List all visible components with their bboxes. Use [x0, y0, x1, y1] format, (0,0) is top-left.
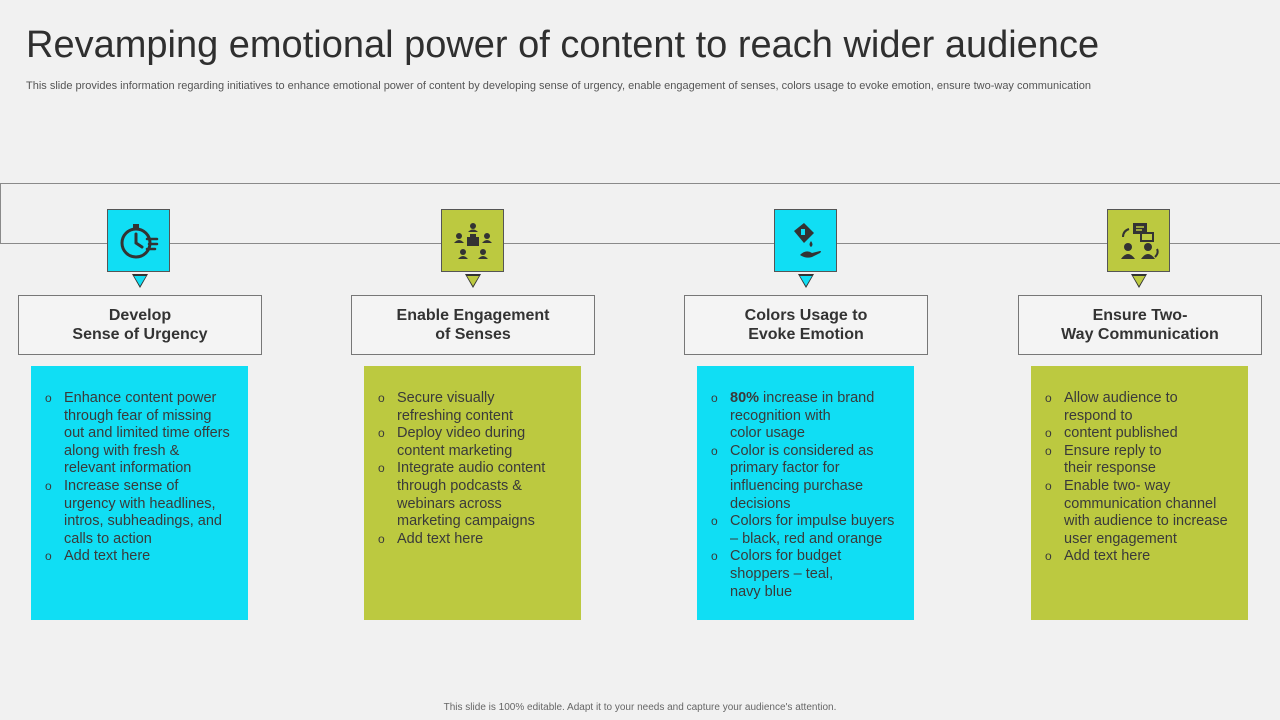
- list-item: Add text here: [378, 531, 571, 549]
- heading-communication: Ensure Two- Way Communication: [1018, 295, 1262, 355]
- list-item: Deploy video during content marketing: [378, 425, 571, 460]
- slide-subtitle: This slide provides information regardin…: [26, 80, 1091, 92]
- content-card-engagement: Secure visually refreshing content Deplo…: [364, 366, 581, 620]
- heading-urgency: Develop Sense of Urgency: [18, 295, 262, 355]
- list-item: content published: [1045, 425, 1238, 443]
- pointer-arrow: [132, 274, 148, 288]
- stopwatch-icon: [107, 209, 170, 272]
- heading-colors: Colors Usage to Evoke Emotion: [684, 295, 928, 355]
- content-card-communication: Allow audience to respond to content pub…: [1031, 366, 1248, 620]
- pointer-arrow: [798, 274, 814, 288]
- content-card-colors: 80% increase in brand recognition with c…: [697, 366, 914, 620]
- pointer-arrow: [1131, 274, 1147, 288]
- list-item: Colors for budget shoppers – teal, navy …: [711, 548, 904, 601]
- list-item: Colors for impulse buyers – black, red a…: [711, 513, 904, 548]
- list-item: Allow audience to respond to: [1045, 390, 1238, 425]
- connector-line: [0, 183, 1280, 244]
- slide-title: Revamping emotional power of content to …: [26, 24, 1100, 66]
- list-item: Add text here: [45, 548, 238, 566]
- two-way-communication-icon: [1107, 209, 1170, 272]
- list-item: 80% increase in brand recognition with c…: [711, 390, 904, 443]
- footer-note: This slide is 100% editable. Adapt it to…: [443, 702, 837, 713]
- list-item: Enable two- way communication channel wi…: [1045, 478, 1238, 548]
- heading-engagement: Enable Engagement of Senses: [351, 295, 595, 355]
- list-item: Ensure reply to their response: [1045, 443, 1238, 478]
- list-item: Add text here: [1045, 548, 1238, 566]
- team-meeting-icon: [441, 209, 504, 272]
- content-card-urgency: Enhance content power through fear of mi…: [31, 366, 248, 620]
- list-item: Integrate audio content through podcasts…: [378, 460, 571, 530]
- list-item: Enhance content power through fear of mi…: [45, 390, 238, 478]
- list-item: Color is considered as primary factor fo…: [711, 443, 904, 513]
- list-item: Secure visually refreshing content: [378, 390, 571, 425]
- list-item: Increase sense of urgency with headlines…: [45, 478, 238, 548]
- paint-bucket-icon: [774, 209, 837, 272]
- pointer-arrow: [465, 274, 481, 288]
